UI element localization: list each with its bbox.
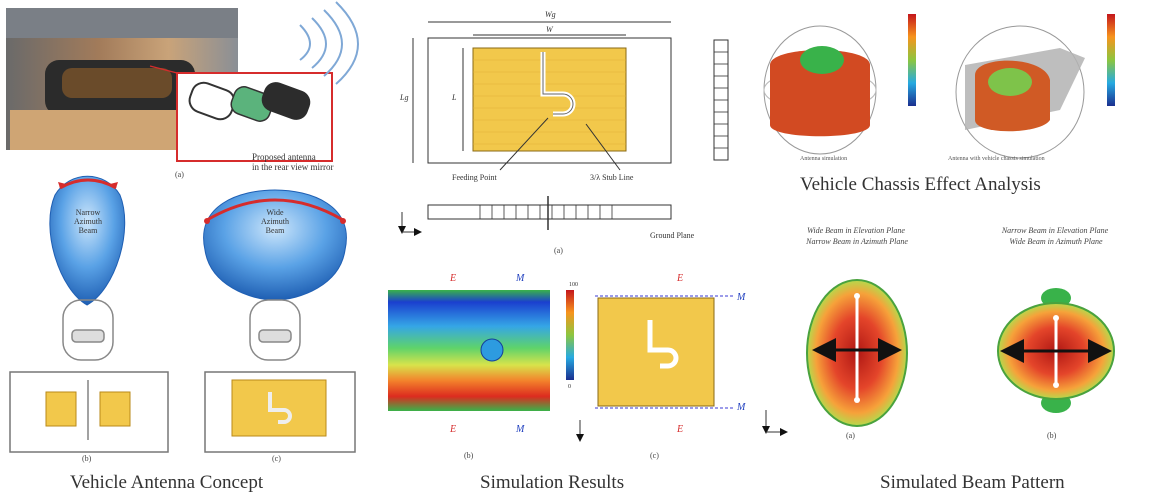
mirror-inset xyxy=(149,65,333,162)
svg-text:M: M xyxy=(515,273,525,284)
svg-text:(b): (b) xyxy=(1047,431,1057,440)
beam-pattern-a: Wide Beam in Elevation Plane Narrow Beam… xyxy=(762,226,908,440)
caption-vehicle-antenna-concept: Vehicle Antenna Concept xyxy=(70,472,264,493)
svg-text:M: M xyxy=(736,402,746,413)
panel-label-a-left: (a) xyxy=(175,170,184,179)
svg-text:W: W xyxy=(546,25,554,34)
current-distribution: E M E M (c) xyxy=(576,273,746,460)
svg-text:Lg: Lg xyxy=(399,93,408,102)
svg-text:Feeding Point: Feeding Point xyxy=(452,173,497,182)
vehicle-outline-c xyxy=(204,299,356,453)
caption-simulated-beam-pattern: Simulated Beam Pattern xyxy=(880,472,1065,493)
callout-text: Proposed antenna in the rear view mirror xyxy=(252,152,333,172)
svg-text:E: E xyxy=(676,273,683,284)
panel-label-c-left: (c) xyxy=(272,454,281,463)
chassis-sim-right: Antenna with vehicle chassis simulation xyxy=(948,14,1115,162)
svg-text:Antenna with vehicle chassis s: Antenna with vehicle chassis simulation xyxy=(948,156,1045,162)
svg-text:M: M xyxy=(515,424,525,435)
svg-text:Narrow Beam in Elevation Plane: Narrow Beam in Elevation Plane Wide Beam… xyxy=(1001,226,1110,246)
svg-text:Antenna simulation: Antenna simulation xyxy=(800,156,847,162)
field-simulation: 100 0 E M E M (b) xyxy=(388,273,578,460)
dual-patch xyxy=(45,380,131,440)
svg-text:L: L xyxy=(451,93,457,102)
svg-text:Wide Beam in Elevation Plane: Wide Beam in Elevation Plane Narrow Beam… xyxy=(805,226,908,246)
svg-text:(c): (c) xyxy=(650,451,659,460)
svg-text:M: M xyxy=(736,292,746,303)
vehicle-outline-b xyxy=(9,299,169,453)
caption-simulation-results: Simulation Results xyxy=(480,472,625,493)
svg-text:E: E xyxy=(449,273,456,284)
panel-label-b-left: (b) xyxy=(82,454,92,463)
svg-text:(b): (b) xyxy=(464,451,474,460)
svg-text:E: E xyxy=(449,424,456,435)
svg-text:Ground Plane: Ground Plane xyxy=(650,231,695,240)
svg-text:(a): (a) xyxy=(554,246,563,255)
beam-pattern-b: Narrow Beam in Elevation Plane Wide Beam… xyxy=(997,226,1115,440)
caption-chassis-effect: Vehicle Chassis Effect Analysis xyxy=(800,174,1041,195)
chassis-sim-left: Antenna simulation xyxy=(763,14,916,162)
single-patch xyxy=(231,379,327,437)
antenna-layout: Wg W Lg L Feeding Point 3/λ Stub Line xyxy=(398,10,729,255)
svg-text:E: E xyxy=(676,424,683,435)
svg-text:(a): (a) xyxy=(846,431,855,440)
svg-text:3/λ Stub Line: 3/λ Stub Line xyxy=(590,173,634,182)
radio-waves xyxy=(299,1,359,85)
colorbar-bottom: 0 xyxy=(568,384,571,390)
colorbar-top: 100 xyxy=(569,282,578,288)
svg-text:Wg: Wg xyxy=(545,10,556,19)
